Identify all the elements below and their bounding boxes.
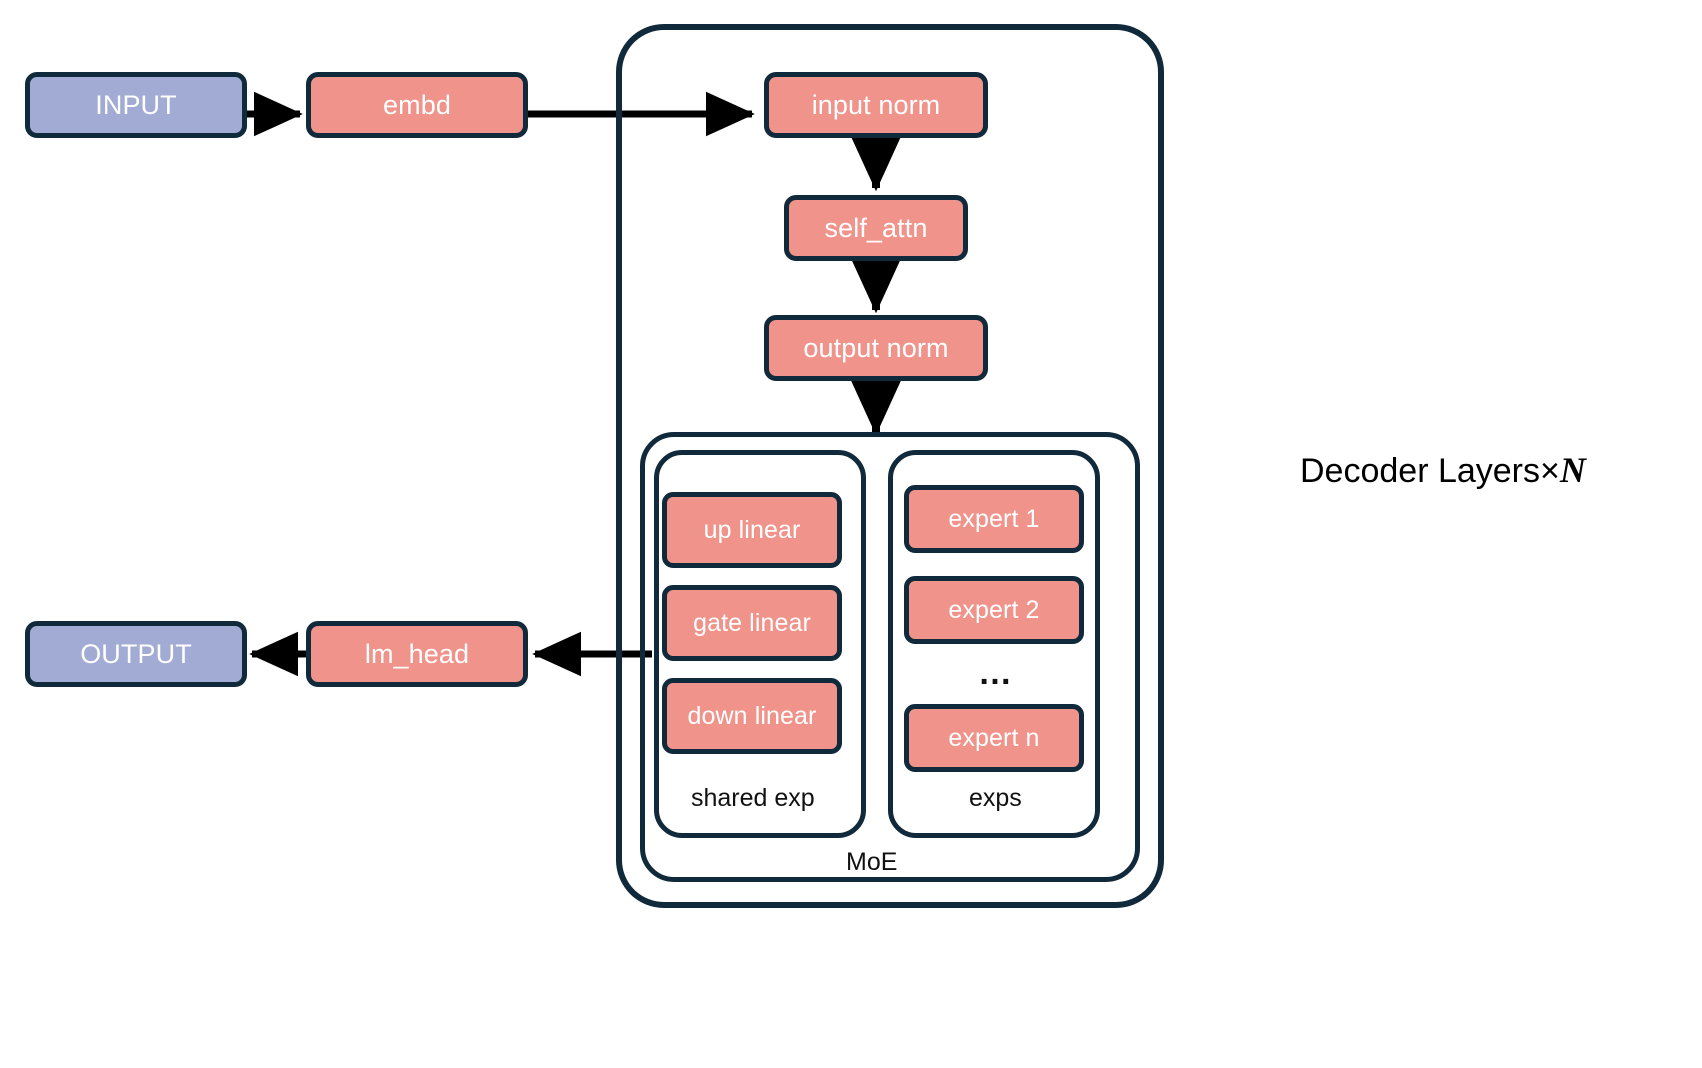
node-output-label: OUTPUT bbox=[80, 638, 192, 669]
node-gate-linear-label: gate linear bbox=[693, 608, 811, 637]
node-input[interactable]: INPUT bbox=[25, 72, 247, 138]
node-input-label: INPUT bbox=[95, 89, 177, 120]
node-output-norm[interactable]: output norm bbox=[764, 315, 988, 381]
node-expert-n[interactable]: expert n bbox=[904, 704, 1084, 772]
node-lm-head-label: lm_head bbox=[364, 638, 470, 669]
node-input-norm[interactable]: input norm bbox=[764, 72, 988, 138]
node-down-linear[interactable]: down linear bbox=[662, 678, 842, 754]
decoder-layers-label-text: Decoder Layers× bbox=[1300, 452, 1560, 490]
node-self-attn-label: self_attn bbox=[824, 212, 928, 243]
node-expert-1-label: expert 1 bbox=[948, 504, 1040, 533]
node-down-linear-label: down linear bbox=[687, 701, 817, 730]
node-expert-2[interactable]: expert 2 bbox=[904, 576, 1084, 644]
node-expert-2-label: expert 2 bbox=[948, 595, 1040, 624]
node-lm-head[interactable]: lm_head bbox=[306, 621, 528, 687]
shared-expert-container bbox=[654, 450, 866, 838]
node-embd-label: embd bbox=[383, 89, 451, 120]
shared-exp-label: shared exp bbox=[691, 784, 815, 812]
moe-label: MoE bbox=[846, 848, 898, 876]
experts-ellipsis: … bbox=[978, 654, 1014, 692]
node-up-linear-label: up linear bbox=[703, 515, 801, 544]
node-input-norm-label: input norm bbox=[811, 89, 941, 120]
experts-container bbox=[888, 450, 1100, 838]
node-expert-n-label: expert n bbox=[948, 723, 1040, 752]
node-output-norm-label: output norm bbox=[803, 332, 949, 363]
node-embd[interactable]: embd bbox=[306, 72, 528, 138]
node-output[interactable]: OUTPUT bbox=[25, 621, 247, 687]
decoder-layers-label: Decoder Layers×N bbox=[1300, 452, 1586, 488]
node-self-attn[interactable]: self_attn bbox=[784, 195, 968, 261]
decoder-layers-container bbox=[616, 24, 1164, 908]
node-gate-linear[interactable]: gate linear bbox=[662, 585, 842, 661]
decoder-layers-count-var: N bbox=[1559, 450, 1586, 490]
exps-label: exps bbox=[969, 784, 1022, 812]
node-expert-1[interactable]: expert 1 bbox=[904, 485, 1084, 553]
node-up-linear[interactable]: up linear bbox=[662, 492, 842, 568]
